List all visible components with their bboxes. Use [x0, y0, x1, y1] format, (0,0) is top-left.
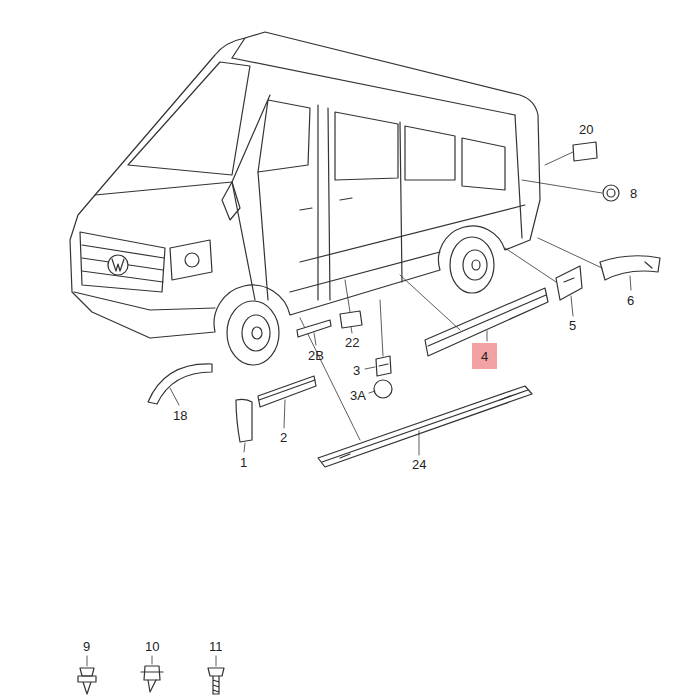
callout-number: 2 [278, 430, 289, 445]
callout-number: 10 [143, 639, 161, 654]
callout-number: 2B [306, 348, 326, 363]
callout-number: 3A [348, 388, 368, 403]
callout-number: 18 [171, 408, 189, 423]
callout-number: 4 [479, 349, 490, 364]
callout-number: 20 [577, 122, 595, 137]
callout-number: 8 [628, 186, 639, 201]
callout-number: 1 [238, 455, 249, 470]
callout-number: 22 [343, 335, 361, 350]
callout-number: 9 [81, 639, 92, 654]
callout-number: 3 [351, 363, 362, 378]
callout-number: 6 [625, 293, 636, 308]
callout-number: 24 [410, 457, 428, 472]
callout-number: 11 [207, 639, 225, 654]
callout-number: 5 [567, 318, 578, 333]
